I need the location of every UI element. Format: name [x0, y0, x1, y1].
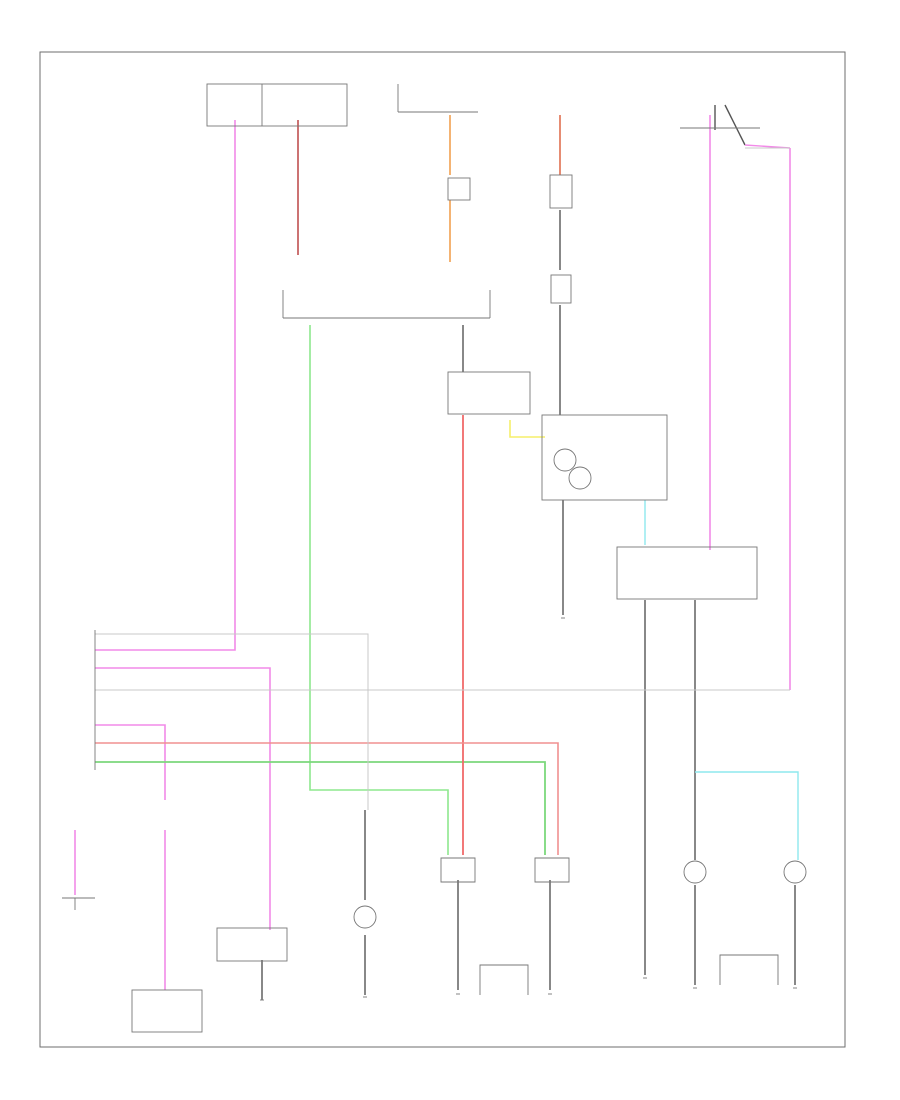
wire-pink-ecm-low	[95, 724, 166, 800]
right-module	[616, 546, 758, 600]
fuse-center-a	[447, 177, 471, 201]
ground-markers	[260, 617, 797, 1001]
fan-motor-right-b	[783, 860, 807, 884]
control-module	[541, 414, 668, 501]
relay-center-b	[534, 857, 570, 883]
ac-switch	[62, 897, 95, 910]
jumper-right	[719, 954, 779, 985]
fuse-box-left	[206, 83, 348, 127]
diagram-frame	[39, 51, 846, 1048]
relay-bottom-left	[216, 927, 288, 962]
fuse-right-a	[549, 174, 573, 209]
junction-bar	[282, 290, 491, 319]
jumper-center	[479, 964, 529, 995]
wire-gray-1	[95, 633, 369, 810]
main-relay	[447, 371, 531, 415]
components	[62, 83, 807, 1033]
fan-motor-right-a	[683, 860, 707, 884]
wire-green-ecm	[95, 761, 546, 855]
wire-pink-left	[95, 120, 236, 651]
wire-yellow	[509, 420, 545, 438]
motor-center	[353, 905, 377, 929]
wire-pink-ecm-mid	[95, 667, 271, 930]
switch-bottom-left	[131, 989, 203, 1033]
wire-red-ecm	[95, 742, 559, 855]
wire-green-left	[309, 325, 449, 855]
wire-cyan-b	[695, 771, 799, 860]
wire-black-15	[724, 104, 746, 146]
fuse-right-b	[550, 274, 572, 304]
relay-center-a	[440, 857, 476, 883]
relay-top-center	[397, 84, 478, 113]
wires	[74, 104, 799, 1000]
